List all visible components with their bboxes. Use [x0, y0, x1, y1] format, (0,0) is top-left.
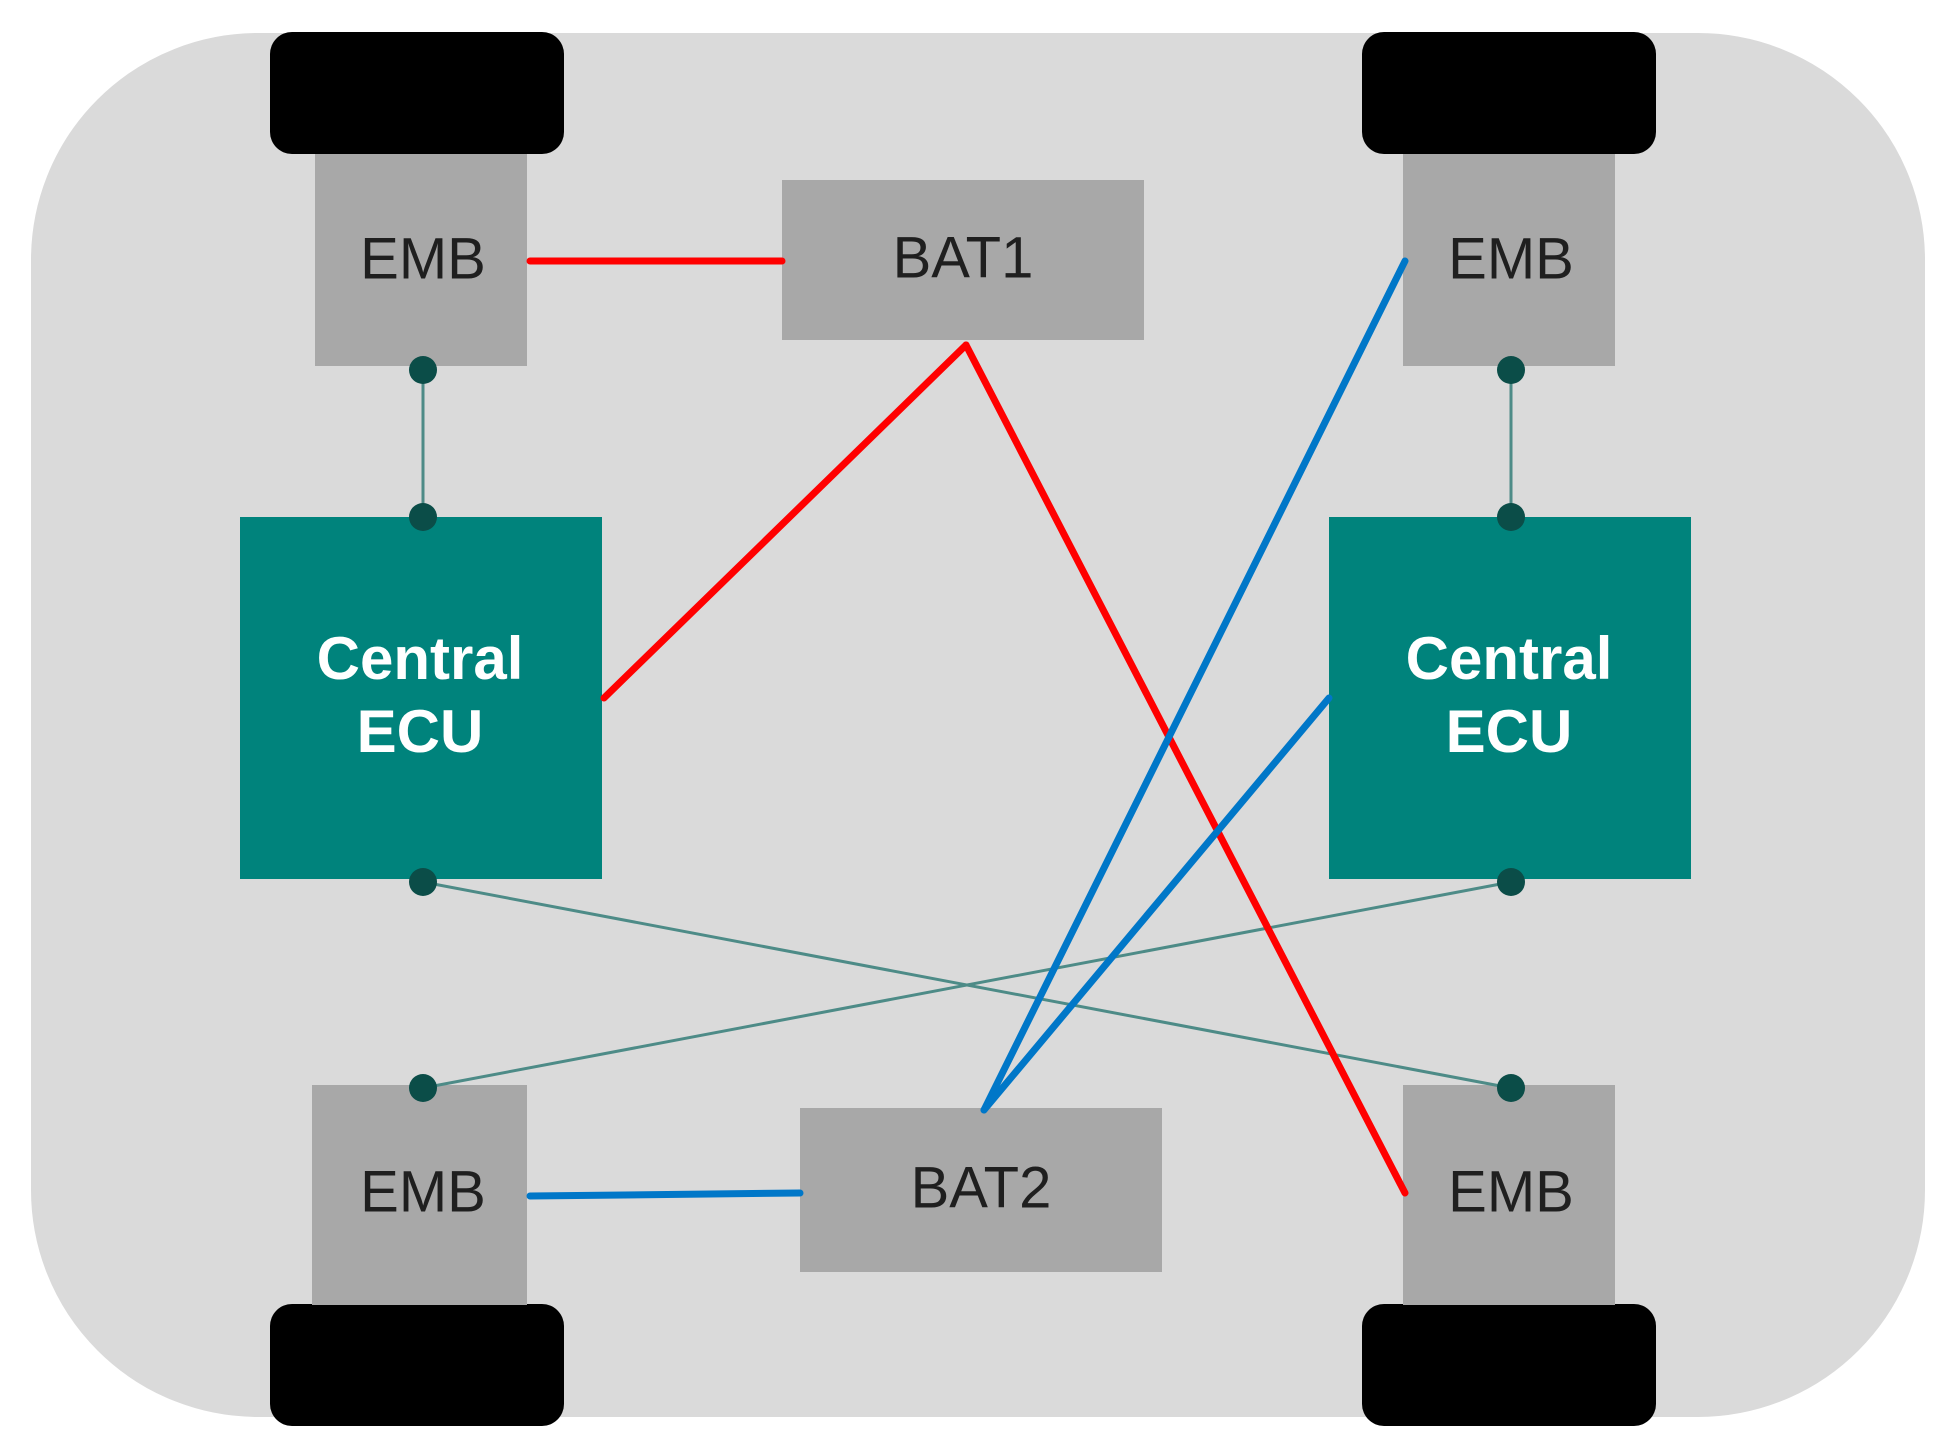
- bat2-box: [800, 1108, 1162, 1272]
- connector-dot-emb-front-right: [1497, 356, 1525, 384]
- bat2-label: BAT2: [911, 1155, 1052, 1220]
- emb-front-left-box: [315, 154, 527, 366]
- emb-rear-right-label: EMB: [1448, 1159, 1574, 1224]
- connector-dot-emb-rear-left: [409, 1074, 437, 1102]
- bat1-box: [782, 180, 1144, 340]
- bat1-label: BAT1: [893, 225, 1034, 290]
- emb-front-right-box: [1403, 154, 1615, 366]
- power-lines: [526, 257, 1409, 1200]
- connector-dot-ecu-left-top: [409, 503, 437, 531]
- emb-rear-right-box: [1403, 1085, 1615, 1305]
- wheel-rear-left: [270, 1304, 564, 1426]
- ecu-right-box: [1329, 517, 1691, 879]
- power-line-bat1-to-ecu-left: [600, 341, 970, 702]
- connector-dot-emb-rear-right: [1497, 1074, 1525, 1102]
- wheel-front-right: [1362, 32, 1656, 154]
- labels: EMB EMB EMB EMB BAT1 BAT2 Central ECU Ce…: [317, 225, 1613, 1224]
- emb-rear-left-label: EMB: [360, 1159, 486, 1224]
- ecu-right-label-line1: Central: [1406, 625, 1613, 692]
- modules: [312, 154, 1615, 1305]
- emb-front-right-label: EMB: [1448, 226, 1574, 291]
- connector-dot-ecu-left-bottom: [409, 868, 437, 896]
- ecu-left-label-line1: Central: [317, 625, 524, 692]
- wheel-front-left: [270, 32, 564, 154]
- power-line-bat2-to-emb-front-right: [980, 257, 1409, 1114]
- ecus: [240, 517, 1691, 879]
- connector-dot-ecu-right-bottom: [1497, 868, 1525, 896]
- connector-dots: [409, 356, 1525, 1102]
- connector-dot-emb-front-left: [409, 356, 437, 384]
- emb-front-left-label: EMB: [360, 226, 486, 291]
- emb-rear-left-box: [312, 1085, 527, 1305]
- ecu-left-box: [240, 517, 602, 879]
- power-line-bat2-to-ecu-right: [980, 694, 1333, 1114]
- ecu-left-label-line2: ECU: [357, 698, 484, 765]
- power-line-bat2-to-emb-rear-left: [526, 1189, 804, 1200]
- power-line-bat1-to-emb-rear-right: [962, 341, 1409, 1197]
- signal-line-ecu-right-to-emb-rear-left: [421, 880, 1513, 1090]
- wheel-rear-right: [1362, 1304, 1656, 1426]
- wheels: [270, 32, 1656, 1426]
- connector-dot-ecu-right-top: [1497, 503, 1525, 531]
- ecu-right-label-line2: ECU: [1446, 698, 1573, 765]
